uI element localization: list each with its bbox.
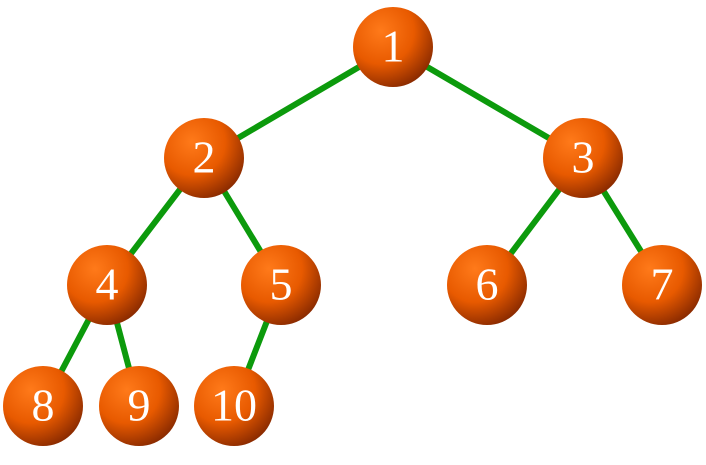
tree-node-2: 2 bbox=[164, 118, 244, 198]
tree-node-5: 5 bbox=[241, 245, 321, 325]
node-label: 8 bbox=[32, 380, 55, 431]
node-label: 10 bbox=[211, 380, 257, 431]
node-circle bbox=[164, 118, 244, 198]
node-circle bbox=[241, 245, 321, 325]
node-label: 4 bbox=[96, 259, 119, 310]
node-label: 3 bbox=[572, 132, 595, 183]
tree-node-9: 9 bbox=[99, 366, 179, 446]
node-label: 5 bbox=[270, 259, 293, 310]
tree-node-1: 1 bbox=[353, 7, 433, 87]
node-label: 2 bbox=[193, 132, 216, 183]
tree-node-8: 8 bbox=[3, 366, 83, 446]
node-label: 7 bbox=[651, 259, 674, 310]
tree-node-6: 6 bbox=[447, 245, 527, 325]
node-circle bbox=[353, 7, 433, 87]
node-circle bbox=[447, 245, 527, 325]
tree-node-10: 10 bbox=[194, 366, 274, 446]
node-circle bbox=[67, 245, 147, 325]
node-circle bbox=[622, 245, 702, 325]
node-circle bbox=[99, 366, 179, 446]
node-circle bbox=[543, 118, 623, 198]
node-label: 1 bbox=[382, 21, 405, 72]
node-label: 9 bbox=[128, 380, 151, 431]
node-circle bbox=[194, 366, 274, 446]
tree-node-3: 3 bbox=[543, 118, 623, 198]
node-label: 6 bbox=[476, 259, 499, 310]
tree-node-4: 4 bbox=[67, 245, 147, 325]
node-circle bbox=[3, 366, 83, 446]
tree-node-7: 7 bbox=[622, 245, 702, 325]
